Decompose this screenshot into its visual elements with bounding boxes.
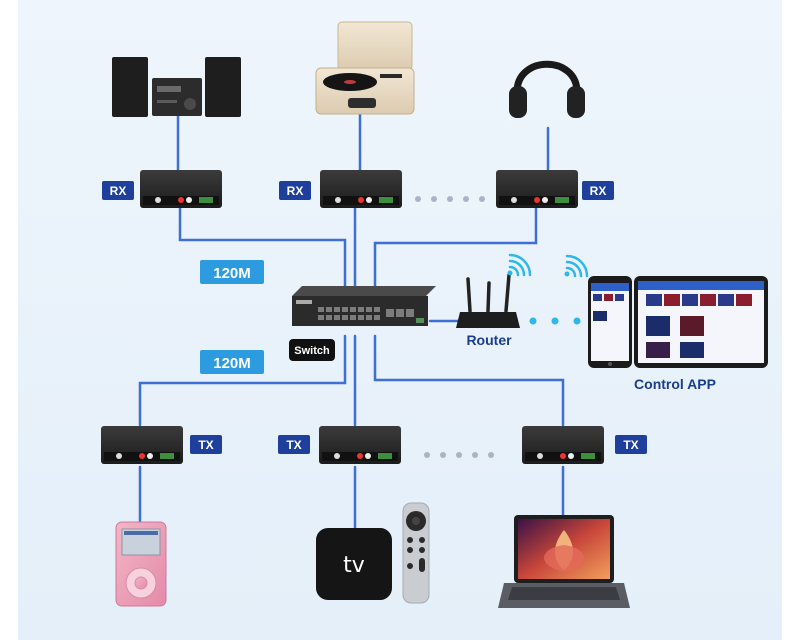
tx-badge-1: TX <box>190 435 222 454</box>
ellipsis-dots <box>415 196 494 458</box>
tx-badge-2-text: TX <box>286 438 301 452</box>
tablet <box>634 276 768 368</box>
rx-badge-1-text: RX <box>110 184 127 198</box>
tx-box-3 <box>522 426 604 464</box>
cable-rx-right <box>373 206 538 292</box>
mp3-player <box>115 521 167 607</box>
router <box>456 273 520 328</box>
rx-badge-2: RX <box>279 181 311 200</box>
tx-badge-3: TX <box>615 435 647 454</box>
rx-box-1 <box>140 170 222 208</box>
rx-badge-1: RX <box>102 181 134 200</box>
tx-badge-1-text: TX <box>198 438 213 452</box>
tx-badge-2: TX <box>278 435 310 454</box>
rx-badge-3-text: RX <box>590 184 607 198</box>
speed-bottom-text: 120M <box>213 355 251 372</box>
headphones <box>509 60 585 118</box>
hifi-speakers <box>112 57 241 117</box>
cable-rx-left <box>178 206 347 292</box>
rx-box-3 <box>496 170 578 208</box>
speed-top-text: 120M <box>213 265 251 282</box>
cables <box>138 113 565 530</box>
speed-badge-bottom: 120M <box>200 350 264 374</box>
rx-badge-3: RX <box>582 181 614 200</box>
tx-badge-3-text: TX <box>623 438 638 452</box>
apple-tv: tv <box>316 528 392 600</box>
switch-label-text: Switch <box>294 345 330 357</box>
cable-tx-right <box>373 334 565 427</box>
cable-tx-left <box>138 334 347 427</box>
wireless-dots <box>529 317 581 325</box>
tx-box-2 <box>319 426 401 464</box>
speed-badge-top: 120M <box>200 260 264 284</box>
router-label: Router <box>466 332 512 348</box>
tv-remote <box>402 502 430 604</box>
apple-tv-logo-text: tv <box>343 553 365 578</box>
switch-label: Switch <box>289 339 335 361</box>
tx-box-1 <box>101 426 183 464</box>
rx-badge-2-text: RX <box>287 184 304 198</box>
rx-box-2 <box>320 170 402 208</box>
laptop <box>498 515 630 608</box>
wifi-icon <box>564 254 589 278</box>
network-switch <box>292 286 436 326</box>
wifi-icon <box>507 253 532 277</box>
control-app-label: Control APP <box>634 376 716 392</box>
switch-ports <box>318 307 414 320</box>
record-player <box>315 21 415 115</box>
smartphone <box>588 276 632 368</box>
